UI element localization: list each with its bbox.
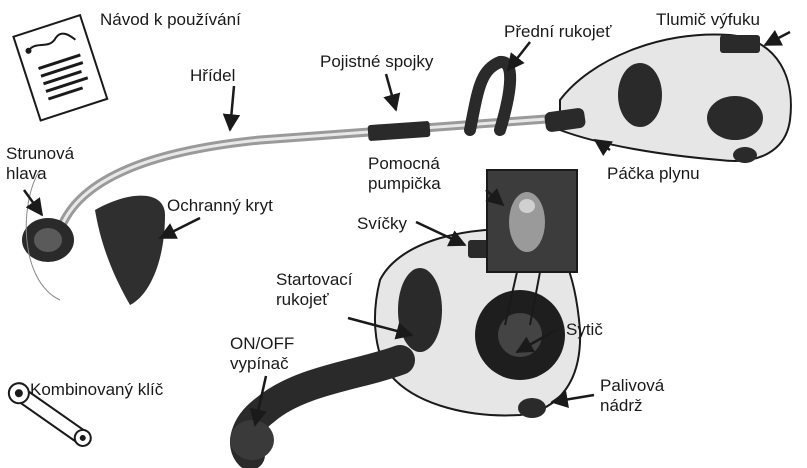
label-shaft: Hřídel <box>190 66 235 86</box>
label-choke: Sytič <box>566 320 603 340</box>
label-throttle: Páčka plynu <box>607 164 700 184</box>
label-primer-1: Pomocná <box>368 154 440 174</box>
label-starter-2: rukojeť <box>276 290 329 310</box>
label-front-handle: Přední rukojeť <box>504 22 612 42</box>
label-starter-1: Startovací <box>276 270 353 290</box>
label-primer-2: pumpička <box>368 174 441 194</box>
label-manual: Návod k používání <box>100 10 241 30</box>
label-muffler: Tlumič výfuku <box>656 10 760 30</box>
label-on-off-1: ON/OFF <box>230 334 294 354</box>
label-guard: Ochranný kryt <box>167 196 273 216</box>
label-wrench: Kombinovaný klíč <box>30 380 163 400</box>
label-string-head-2: hlava <box>6 164 47 184</box>
label-couplers: Pojistné spojky <box>320 52 433 72</box>
label-fuel-tank-2: nádrž <box>600 396 643 416</box>
label-spark-plug: Svíčky <box>357 214 407 234</box>
manual-icon <box>13 15 107 120</box>
label-fuel-tank-1: Palivová <box>600 376 664 396</box>
label-string-head-1: Strunová <box>6 144 74 164</box>
label-on-off-2: vypínač <box>230 354 289 374</box>
